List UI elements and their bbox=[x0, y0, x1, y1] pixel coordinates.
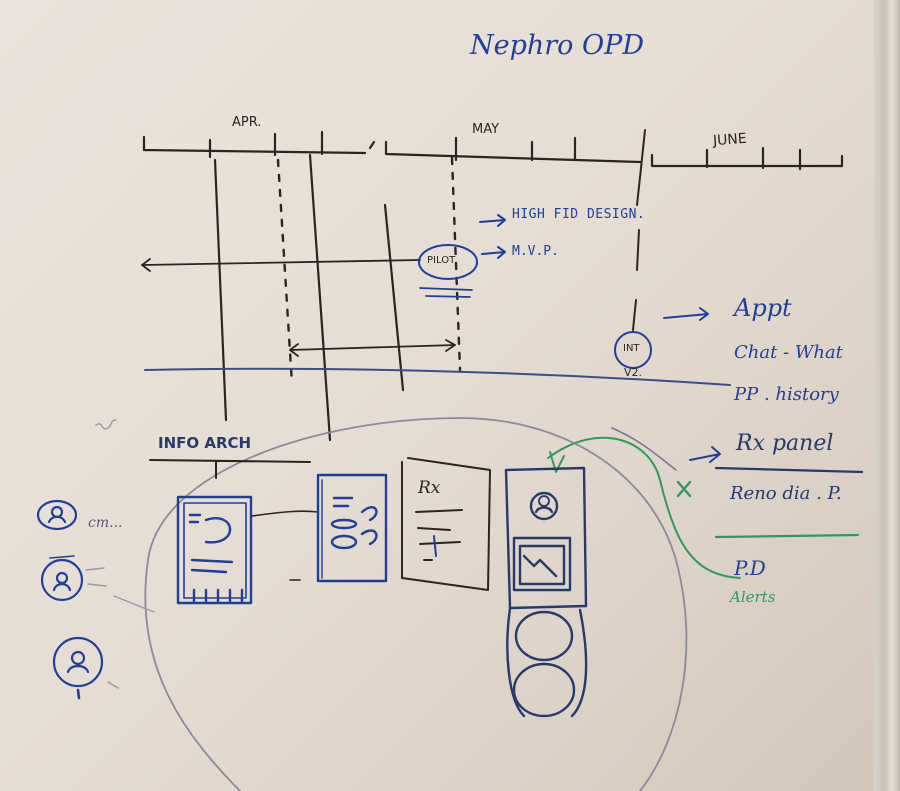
feature-rx-panel: Rx panel bbox=[736, 431, 834, 456]
int-label: INT bbox=[623, 343, 640, 354]
phone-wireframe-4 bbox=[504, 466, 588, 718]
info-arch-heading: INFO ARCH bbox=[158, 434, 252, 452]
phone-wireframe-1 bbox=[176, 495, 319, 605]
side-note: cm... bbox=[88, 515, 123, 531]
note-arrows bbox=[479, 214, 721, 463]
feature-appt: Appt bbox=[734, 294, 792, 322]
pilot-label: PILOT bbox=[427, 255, 456, 266]
rx-screen-label: Rx bbox=[418, 478, 441, 498]
feature-reno-dia-p: Reno dia . P. bbox=[730, 483, 842, 504]
phone-wireframe-2 bbox=[289, 473, 388, 583]
range-arrows bbox=[141, 258, 473, 357]
feature-divider bbox=[714, 466, 864, 474]
avatar-icon bbox=[52, 636, 104, 700]
feature-alerts: Alerts bbox=[730, 588, 776, 606]
divider-line bbox=[144, 367, 731, 386]
feature-divider bbox=[714, 533, 860, 539]
feature-pp-history: PP . history bbox=[734, 384, 839, 405]
phone-wireframe-3 bbox=[401, 457, 491, 591]
milestone-dashes bbox=[276, 156, 462, 386]
june-dash-line bbox=[632, 129, 646, 331]
month-label-june: JUNE bbox=[712, 130, 748, 150]
whiteboard-frame bbox=[874, 0, 900, 791]
month-label-apr: APR. bbox=[232, 115, 262, 130]
board-title: Nephro OPD bbox=[470, 30, 644, 61]
int-circle bbox=[614, 331, 652, 369]
feature-chat-what: Chat - What bbox=[734, 342, 843, 363]
feature-pd: P.D bbox=[734, 556, 766, 580]
timeline-axis bbox=[142, 130, 844, 171]
month-label-may: MAY bbox=[472, 122, 500, 137]
high-fid-design-note: HIGH FID DESIGN. bbox=[512, 207, 646, 222]
mvp-note: M.V.P. bbox=[512, 244, 559, 259]
info-arch-line bbox=[149, 459, 311, 479]
big-circle bbox=[144, 417, 688, 791]
avatar-icon bbox=[40, 555, 84, 602]
green-connector bbox=[547, 436, 741, 579]
phase-lines bbox=[213, 153, 405, 442]
pilot-circle bbox=[418, 244, 478, 280]
avatar-icon bbox=[36, 499, 78, 531]
v2-label: V2. bbox=[624, 366, 643, 379]
feature-check-mark bbox=[676, 480, 692, 498]
